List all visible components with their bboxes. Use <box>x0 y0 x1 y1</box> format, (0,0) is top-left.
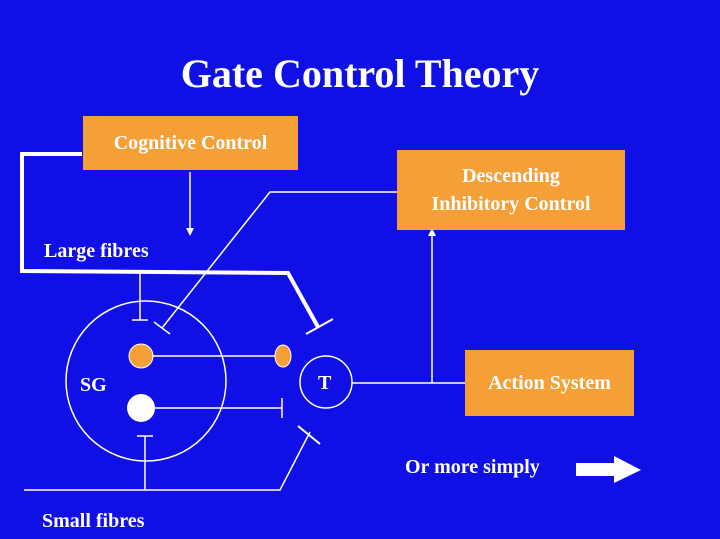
descending-arrow-head <box>428 228 436 236</box>
descending-tick <box>153 321 171 335</box>
arrow-right-icon <box>576 456 641 483</box>
sg-orange-node <box>128 343 154 369</box>
large-fibres-label: Large fibres <box>44 240 149 262</box>
slide-title: Gate Control Theory <box>180 51 540 96</box>
t-circle <box>299 355 353 409</box>
cognitive-control-label: Cognitive Control <box>113 132 268 154</box>
small-fibres-label: Small fibres <box>42 510 145 532</box>
sg-circle <box>65 300 227 462</box>
or-more-simply-label: Or more simply <box>405 456 540 478</box>
small-fibre-inhibit-tick <box>297 425 321 445</box>
sg-label: SG <box>80 374 107 396</box>
descending-line <box>161 191 398 329</box>
sg-white-node <box>127 394 155 422</box>
cognitive-control-box: Cognitive Control <box>83 116 298 170</box>
large-fibre-path <box>20 152 320 328</box>
large-fibre-inhibit-tick <box>305 318 334 335</box>
t-orange-node <box>274 344 292 368</box>
t-label: T <box>318 372 332 394</box>
descending-label-line1: Descending <box>462 165 560 187</box>
action-system-label: Action System <box>488 372 611 394</box>
cognitive-arrow-head <box>186 228 194 236</box>
action-system-box: Action System <box>465 350 634 416</box>
descending-control-box: Descending Inhibitory Control <box>397 150 625 230</box>
descending-label-line2: Inhibitory Control <box>431 193 591 215</box>
small-fibre-path <box>24 431 311 491</box>
